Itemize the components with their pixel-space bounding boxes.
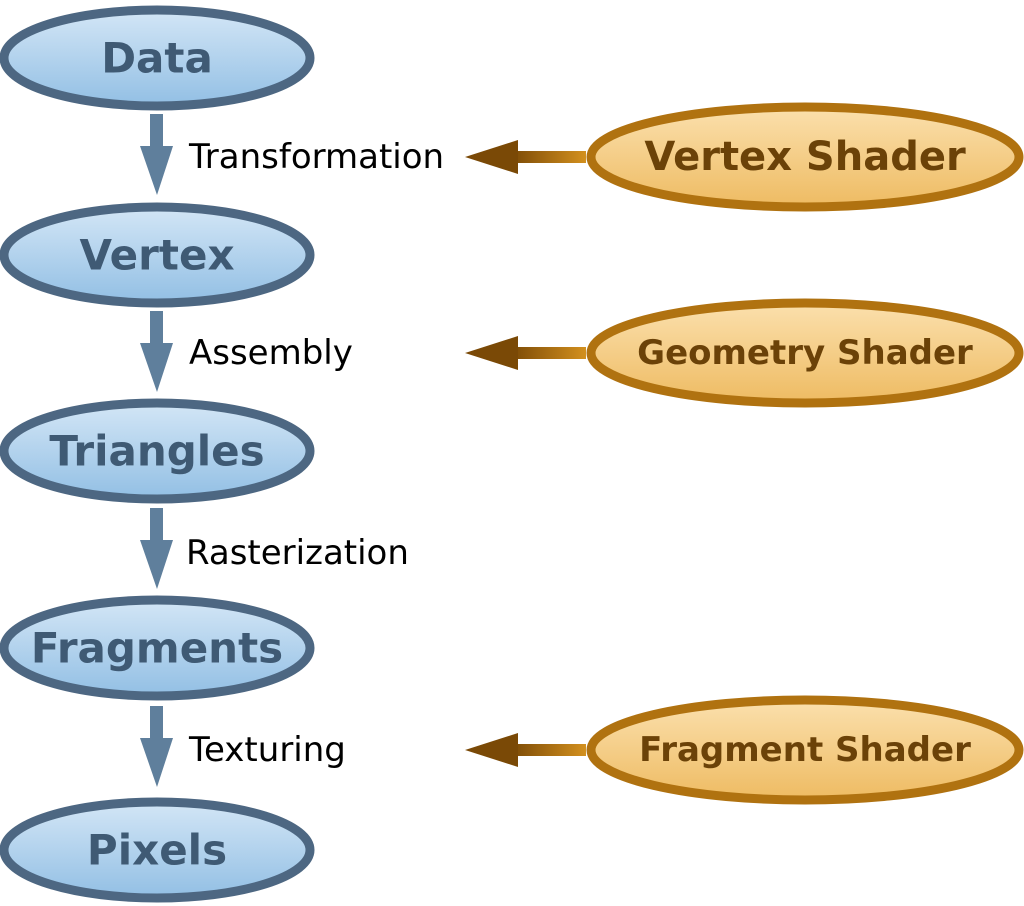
pipeline-arrow-1 [140,114,173,195]
pipeline-arrow-3 [140,508,173,589]
shader-fragment-label: Fragment Shader [639,730,971,770]
stage-triangles-label: Triangles [49,427,264,476]
shader-geometry-label: Geometry Shader [637,333,973,373]
stage-vertex-label: Vertex [79,231,234,280]
stage-triangles: Triangles [0,398,315,504]
shader-arrow-fragment [465,733,586,767]
stage-vertex: Vertex [0,202,315,308]
shader-vertex-label: Vertex Shader [644,134,966,180]
shader-fragment: Fragment Shader [586,695,1024,805]
step-rasterization-label: Rasterization [186,533,409,573]
shader-geometry: Geometry Shader [586,298,1024,408]
shader-arrow-vertex [465,140,586,174]
shader-arrow-geometry [465,336,586,370]
stage-fragments: Fragments [0,595,315,701]
stage-data: Data [0,5,315,111]
step-assembly-label: Assembly [189,333,353,373]
stage-pixels: Pixels [0,797,315,903]
stage-pixels-label: Pixels [87,826,227,875]
stage-fragments-label: Fragments [31,624,283,673]
pipeline-arrow-2 [140,311,173,392]
pipeline-arrow-4 [140,706,173,787]
stage-data-label: Data [101,34,213,83]
step-transformation-label: Transformation [188,137,444,177]
step-texturing-label: Texturing [188,730,346,770]
shader-vertex: Vertex Shader [586,102,1024,212]
